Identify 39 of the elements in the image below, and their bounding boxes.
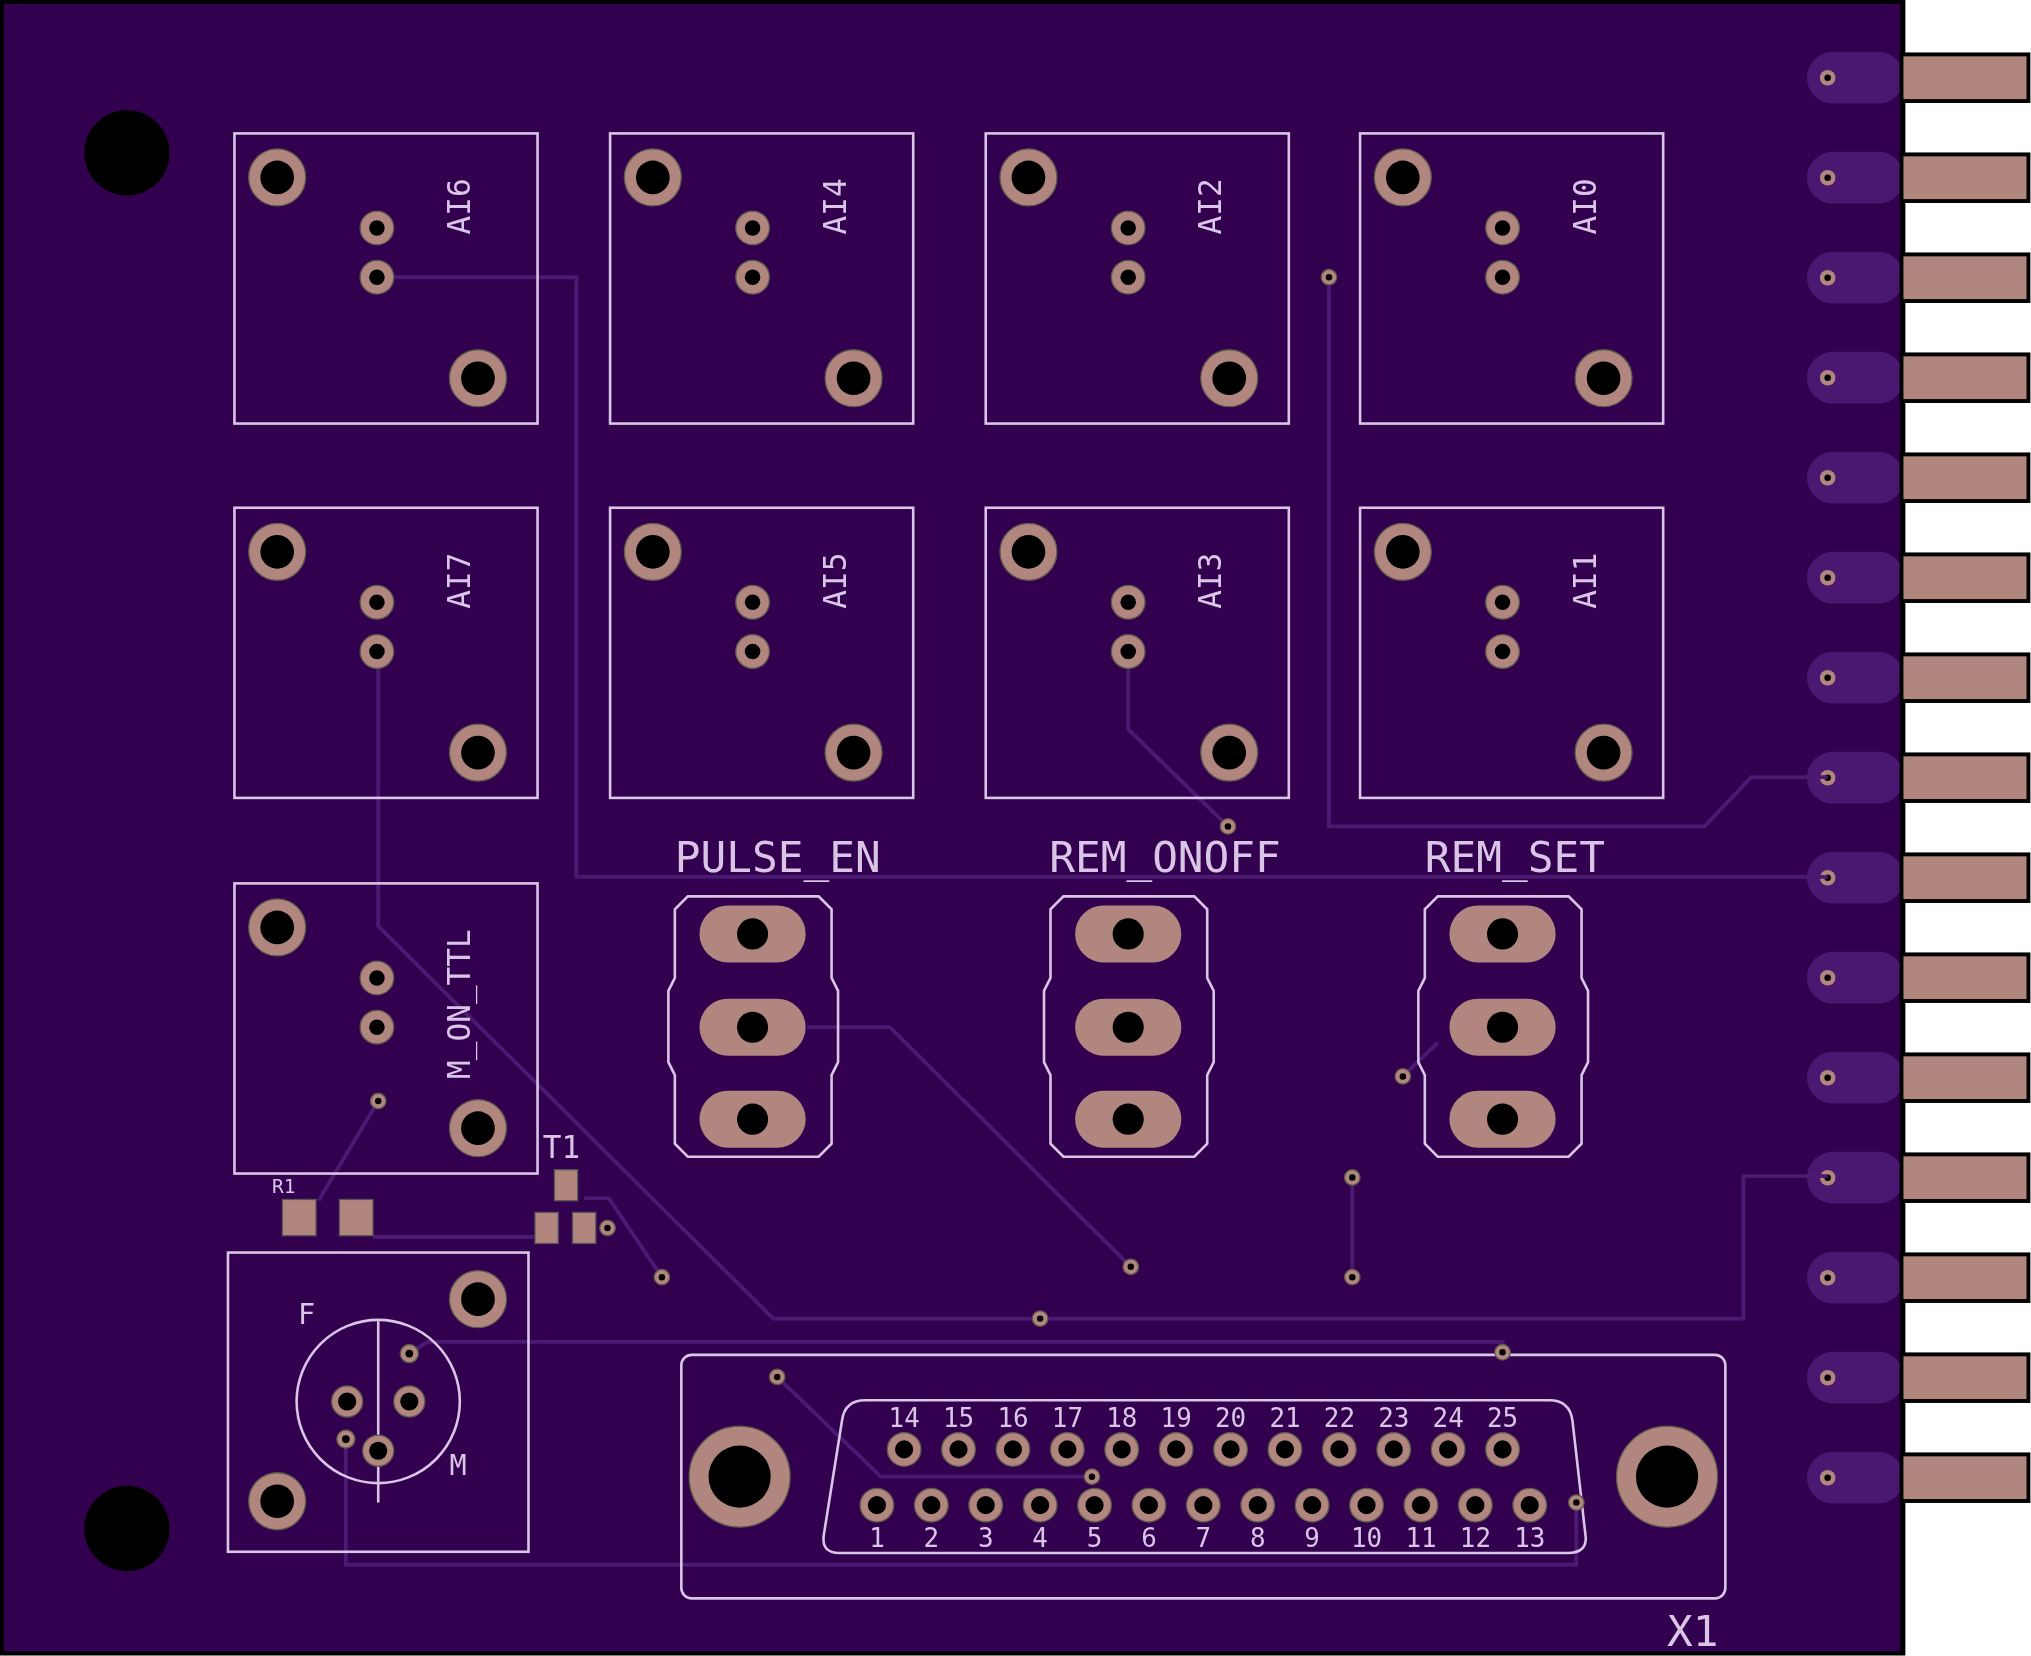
- component-designator: R1: [272, 1177, 296, 1197]
- connector-label: AI6: [444, 178, 476, 235]
- pin-number: 13: [1514, 1524, 1546, 1551]
- connector-label: AI1: [1569, 552, 1601, 609]
- pin-number: 4: [1032, 1524, 1048, 1551]
- pin-number: 12: [1459, 1524, 1491, 1551]
- component-designator: X1: [1667, 1610, 1719, 1653]
- pin-number: 7: [1195, 1524, 1212, 1551]
- connector-label: AI2: [1195, 178, 1227, 235]
- pin-number: 19: [1160, 1405, 1192, 1432]
- pin-number: 2: [923, 1524, 940, 1551]
- connector-label: M_ON_TTL: [444, 929, 476, 1079]
- pin-number: 22: [1323, 1405, 1355, 1432]
- pin-number: 1: [869, 1524, 885, 1551]
- connector-label: AI5: [819, 552, 851, 609]
- connector-label: AI0: [1569, 178, 1601, 235]
- connector-label: AI7: [444, 552, 476, 609]
- pin-number: 5: [1086, 1524, 1103, 1551]
- connector-label: AI3: [1195, 552, 1227, 609]
- pin-number: 14: [888, 1405, 920, 1432]
- pin-number: 17: [1051, 1405, 1083, 1432]
- pin-number: 3: [977, 1524, 994, 1551]
- connector-label: AI4: [819, 178, 851, 235]
- pin-number: 21: [1269, 1405, 1301, 1432]
- pin-number: 25: [1487, 1405, 1519, 1432]
- pin-number: 23: [1378, 1405, 1410, 1432]
- component-designator: T1: [542, 1132, 581, 1164]
- pin-number: 9: [1304, 1524, 1320, 1551]
- pin-label: M: [449, 1452, 467, 1481]
- pin-number: 15: [943, 1405, 975, 1432]
- pin-label: F: [297, 1300, 316, 1329]
- pin-number: 24: [1432, 1405, 1464, 1432]
- pin-number: 6: [1141, 1524, 1157, 1551]
- pin-number: 8: [1249, 1524, 1266, 1551]
- pin-number: 10: [1351, 1524, 1383, 1551]
- pin-number: 16: [997, 1405, 1029, 1432]
- pin-number: 18: [1106, 1405, 1138, 1432]
- pin-number: 20: [1215, 1405, 1247, 1432]
- pin-number: 11: [1405, 1524, 1437, 1551]
